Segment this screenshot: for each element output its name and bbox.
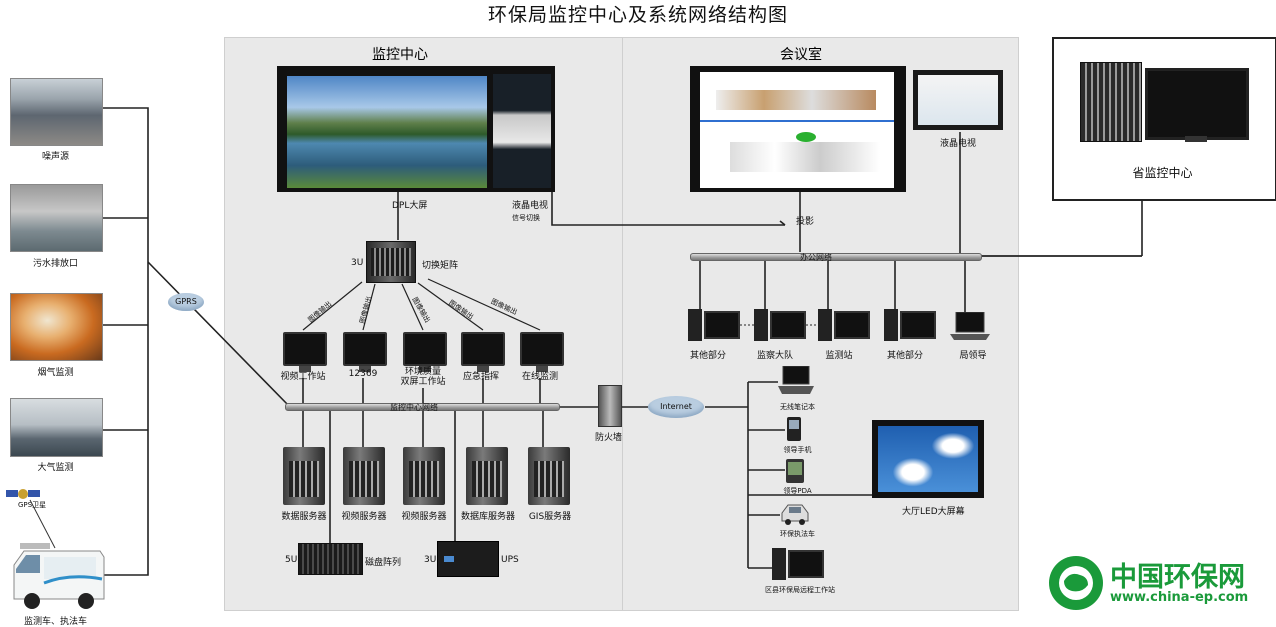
flue-gas-photo (10, 293, 103, 361)
firewall-label: 防火墙 (595, 433, 623, 443)
server-label: GIS服务器 (528, 512, 572, 522)
pda-icon (786, 459, 804, 483)
ups-size-label: 3U (424, 555, 437, 565)
led-screen (872, 420, 984, 498)
office-pc-label: 其他部分 (886, 351, 923, 361)
server-tower (466, 447, 508, 505)
ups-device (437, 541, 499, 577)
remote-label: 无线笔记本 (780, 403, 815, 411)
disk-size-label: 5U (285, 555, 298, 565)
wireless-laptop-icon (778, 366, 814, 394)
office-pc-label: 监测站 (825, 351, 853, 361)
server-label: 数据库服务器 (460, 512, 515, 522)
ups-label: UPS (501, 555, 519, 565)
server-tower (528, 447, 570, 505)
enforcement-car-icon (781, 504, 809, 525)
firewall-device (598, 385, 622, 427)
server-tower (403, 447, 445, 505)
office-pc-label: 局领导 (959, 351, 987, 361)
workstation-monitor (343, 332, 387, 372)
sewage-outlet-label: 污水排放口 (32, 259, 78, 269)
internet-cloud (648, 396, 704, 418)
workstation-monitor (403, 332, 447, 372)
projection-diagram-image (700, 72, 894, 188)
workstation-label: 视频工作站 (280, 372, 326, 382)
server-label: 视频服务器 (341, 512, 387, 522)
lcd-tv-device (913, 70, 1003, 130)
dpl-landscape-image (287, 76, 487, 188)
province-monitor (1145, 68, 1249, 140)
flue-gas-label: 烟气监测 (37, 368, 74, 378)
office-pc (688, 309, 740, 343)
office-pc-label: 监察大队 (756, 351, 793, 361)
remote-label: 环保执法车 (780, 530, 815, 538)
signal-switch-label: 信号切换 (512, 214, 540, 222)
air-monitor-photo (10, 398, 103, 457)
office-pc (754, 309, 806, 343)
province-server-rack (1080, 62, 1142, 142)
office-pc (884, 309, 936, 343)
dpl-label: DPL大屏 (392, 201, 428, 211)
office-network-label: 办公网络 (800, 253, 832, 262)
workstation-monitor (283, 332, 327, 372)
projection-label: 投影 (796, 217, 815, 227)
led-label: 大厅LED大屏幕 (902, 507, 965, 517)
switch-matrix-device (366, 241, 416, 283)
lcd-tv2-label: 液晶电视 (939, 139, 976, 149)
logo-name: 中国环保网 (1110, 562, 1245, 593)
server-tower (343, 447, 385, 505)
matrix-label: 切换矩阵 (422, 261, 459, 271)
server-tower (283, 447, 325, 505)
province-center-label: 省监控中心 (1132, 166, 1193, 180)
workstation-label: 环境质量 双屏工作站 (400, 367, 446, 387)
center-network-label: 监控中心网络 (390, 403, 438, 412)
remote-label: 区县环保局远程工作站 (765, 586, 835, 594)
china-ep-logo-icon (1049, 556, 1103, 610)
disk-label: 磁盘阵列 (365, 558, 402, 568)
page-title: 环保局监控中心及系统网络结构图 (487, 4, 788, 26)
disk-array-device (298, 543, 363, 575)
projection-screen (690, 66, 906, 192)
vehicle-label: 监测车、执法车 (23, 617, 87, 627)
noise-source-photo (10, 78, 103, 146)
internet-label: Internet (660, 402, 692, 411)
office-pc (818, 309, 870, 343)
gprs-cloud (168, 293, 204, 311)
logo-url: www.china-ep.com (1110, 590, 1249, 605)
county-workstation-icon (772, 548, 824, 582)
sewage-outlet-photo (10, 184, 103, 252)
remote-label: 领导手机 (783, 446, 812, 454)
workstation-monitor (461, 332, 505, 372)
phone-icon (787, 417, 801, 441)
noise-source-label: 噪声源 (41, 152, 69, 162)
dpl-side-panels (493, 74, 551, 188)
lcd-tv-label: 液晶电视 (512, 201, 549, 211)
server-label: 视频服务器 (401, 512, 447, 522)
workstation-label: 应急指挥 (462, 372, 499, 382)
gprs-label: GPRS (175, 297, 197, 306)
monitoring-vehicle-icon (13, 543, 105, 609)
gps-satellite-label: GPS卫星 (18, 501, 47, 509)
monitor-center-title: 监控中心 (372, 47, 428, 63)
center-network-bar (285, 403, 560, 411)
workstation-label: 在线监测 (521, 372, 558, 382)
dpl-big-screen (277, 66, 555, 192)
workstation-label: 12369 (348, 369, 378, 379)
air-monitor-label: 大气监测 (37, 463, 74, 473)
remote-label: 领导PDA (783, 487, 812, 495)
office-pc-label: 其他部分 (689, 351, 726, 361)
server-label: 数据服务器 (281, 512, 327, 522)
satellite-icon (6, 489, 40, 499)
leader-laptop-icon (950, 312, 990, 340)
matrix-size-label: 3U (351, 258, 364, 268)
office-network-bar (690, 253, 982, 261)
meeting-room-title: 会议室 (780, 47, 822, 63)
workstation-monitor (520, 332, 564, 372)
